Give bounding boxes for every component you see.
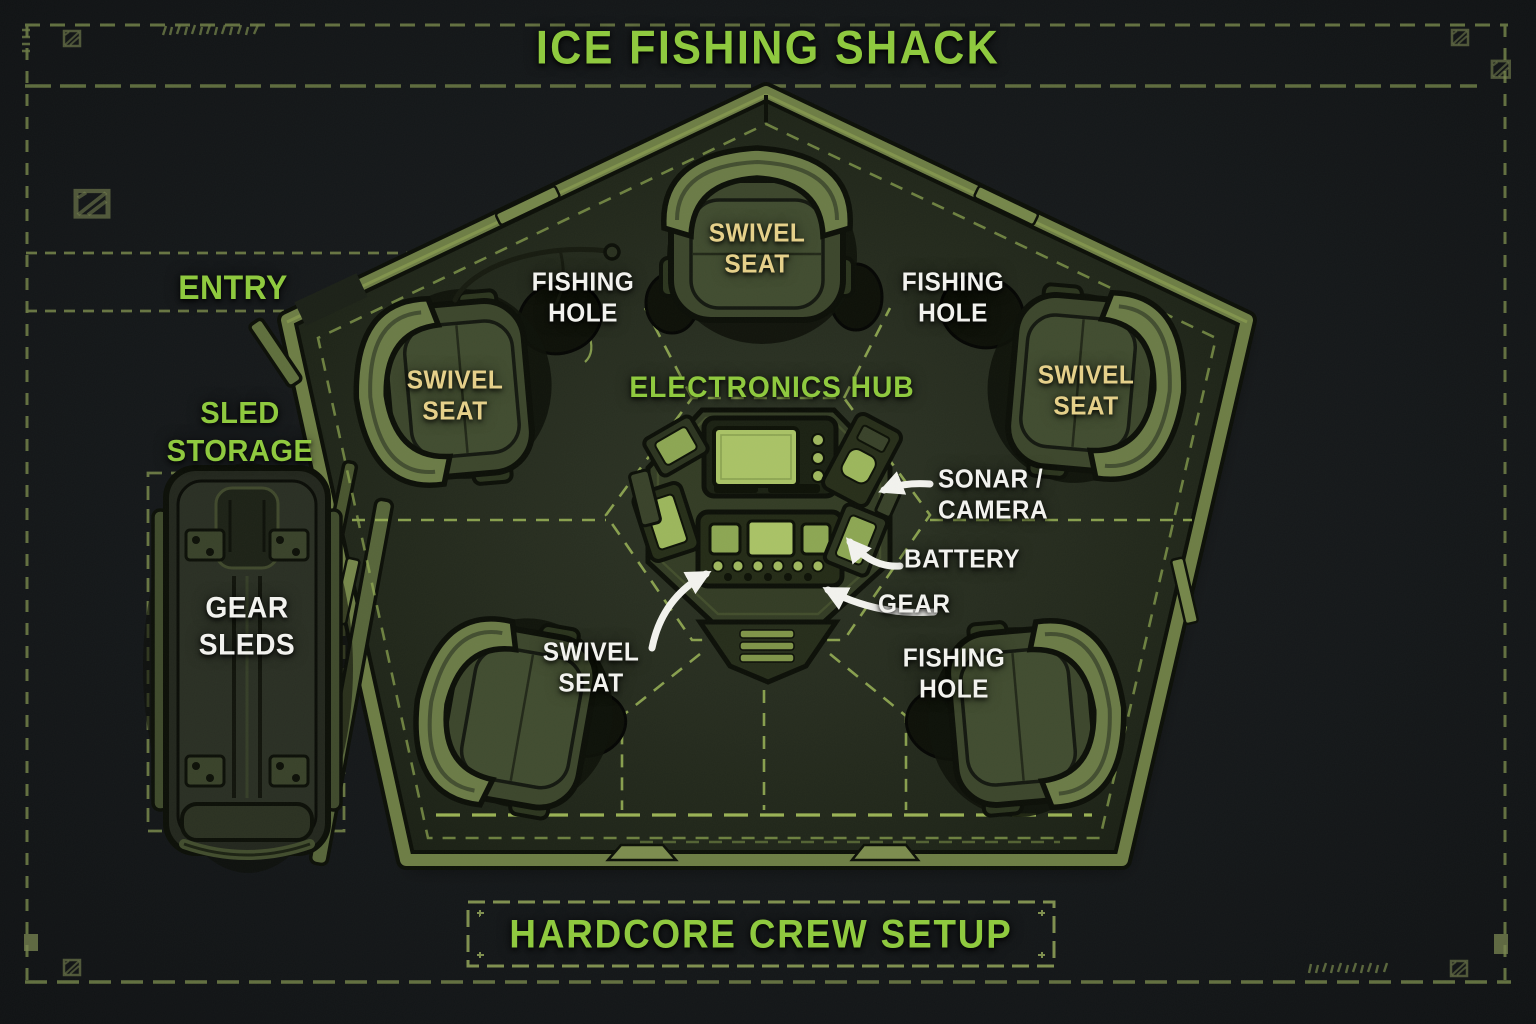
- battery-callout: BATTERY: [904, 543, 1020, 574]
- page-title: ICE FISHING SHACK: [535, 20, 1001, 74]
- gear-callout: GEAR: [878, 588, 951, 619]
- entry-label: ENTRY: [178, 268, 288, 307]
- fishing-hole-label-top-left: FISHING HOLE: [531, 266, 635, 327]
- sled-storage-label: SLED STORAGE: [166, 395, 314, 468]
- swivel-seat-label-left: SWIVEL SEAT: [406, 364, 504, 425]
- swivel-seat-label-top: SWIVEL SEAT: [708, 217, 806, 278]
- gear-sleds-label: GEAR SLEDS: [198, 591, 296, 661]
- swivel-seat-label-right: SWIVEL SEAT: [1037, 359, 1135, 420]
- fishing-hole-label-bottom-right: FISHING HOLE: [902, 642, 1006, 703]
- swivel-seat-label-bottom: SWIVEL SEAT: [542, 636, 640, 697]
- fishing-hole-label-top-right: FISHING HOLE: [901, 266, 1005, 327]
- footer-banner: HARDCORE CREW SETUP: [509, 912, 1013, 957]
- sonar-camera-callout: SONAR / CAMERA: [938, 463, 1049, 524]
- electronics-hub-label: ELECTRONICS HUB: [629, 371, 915, 405]
